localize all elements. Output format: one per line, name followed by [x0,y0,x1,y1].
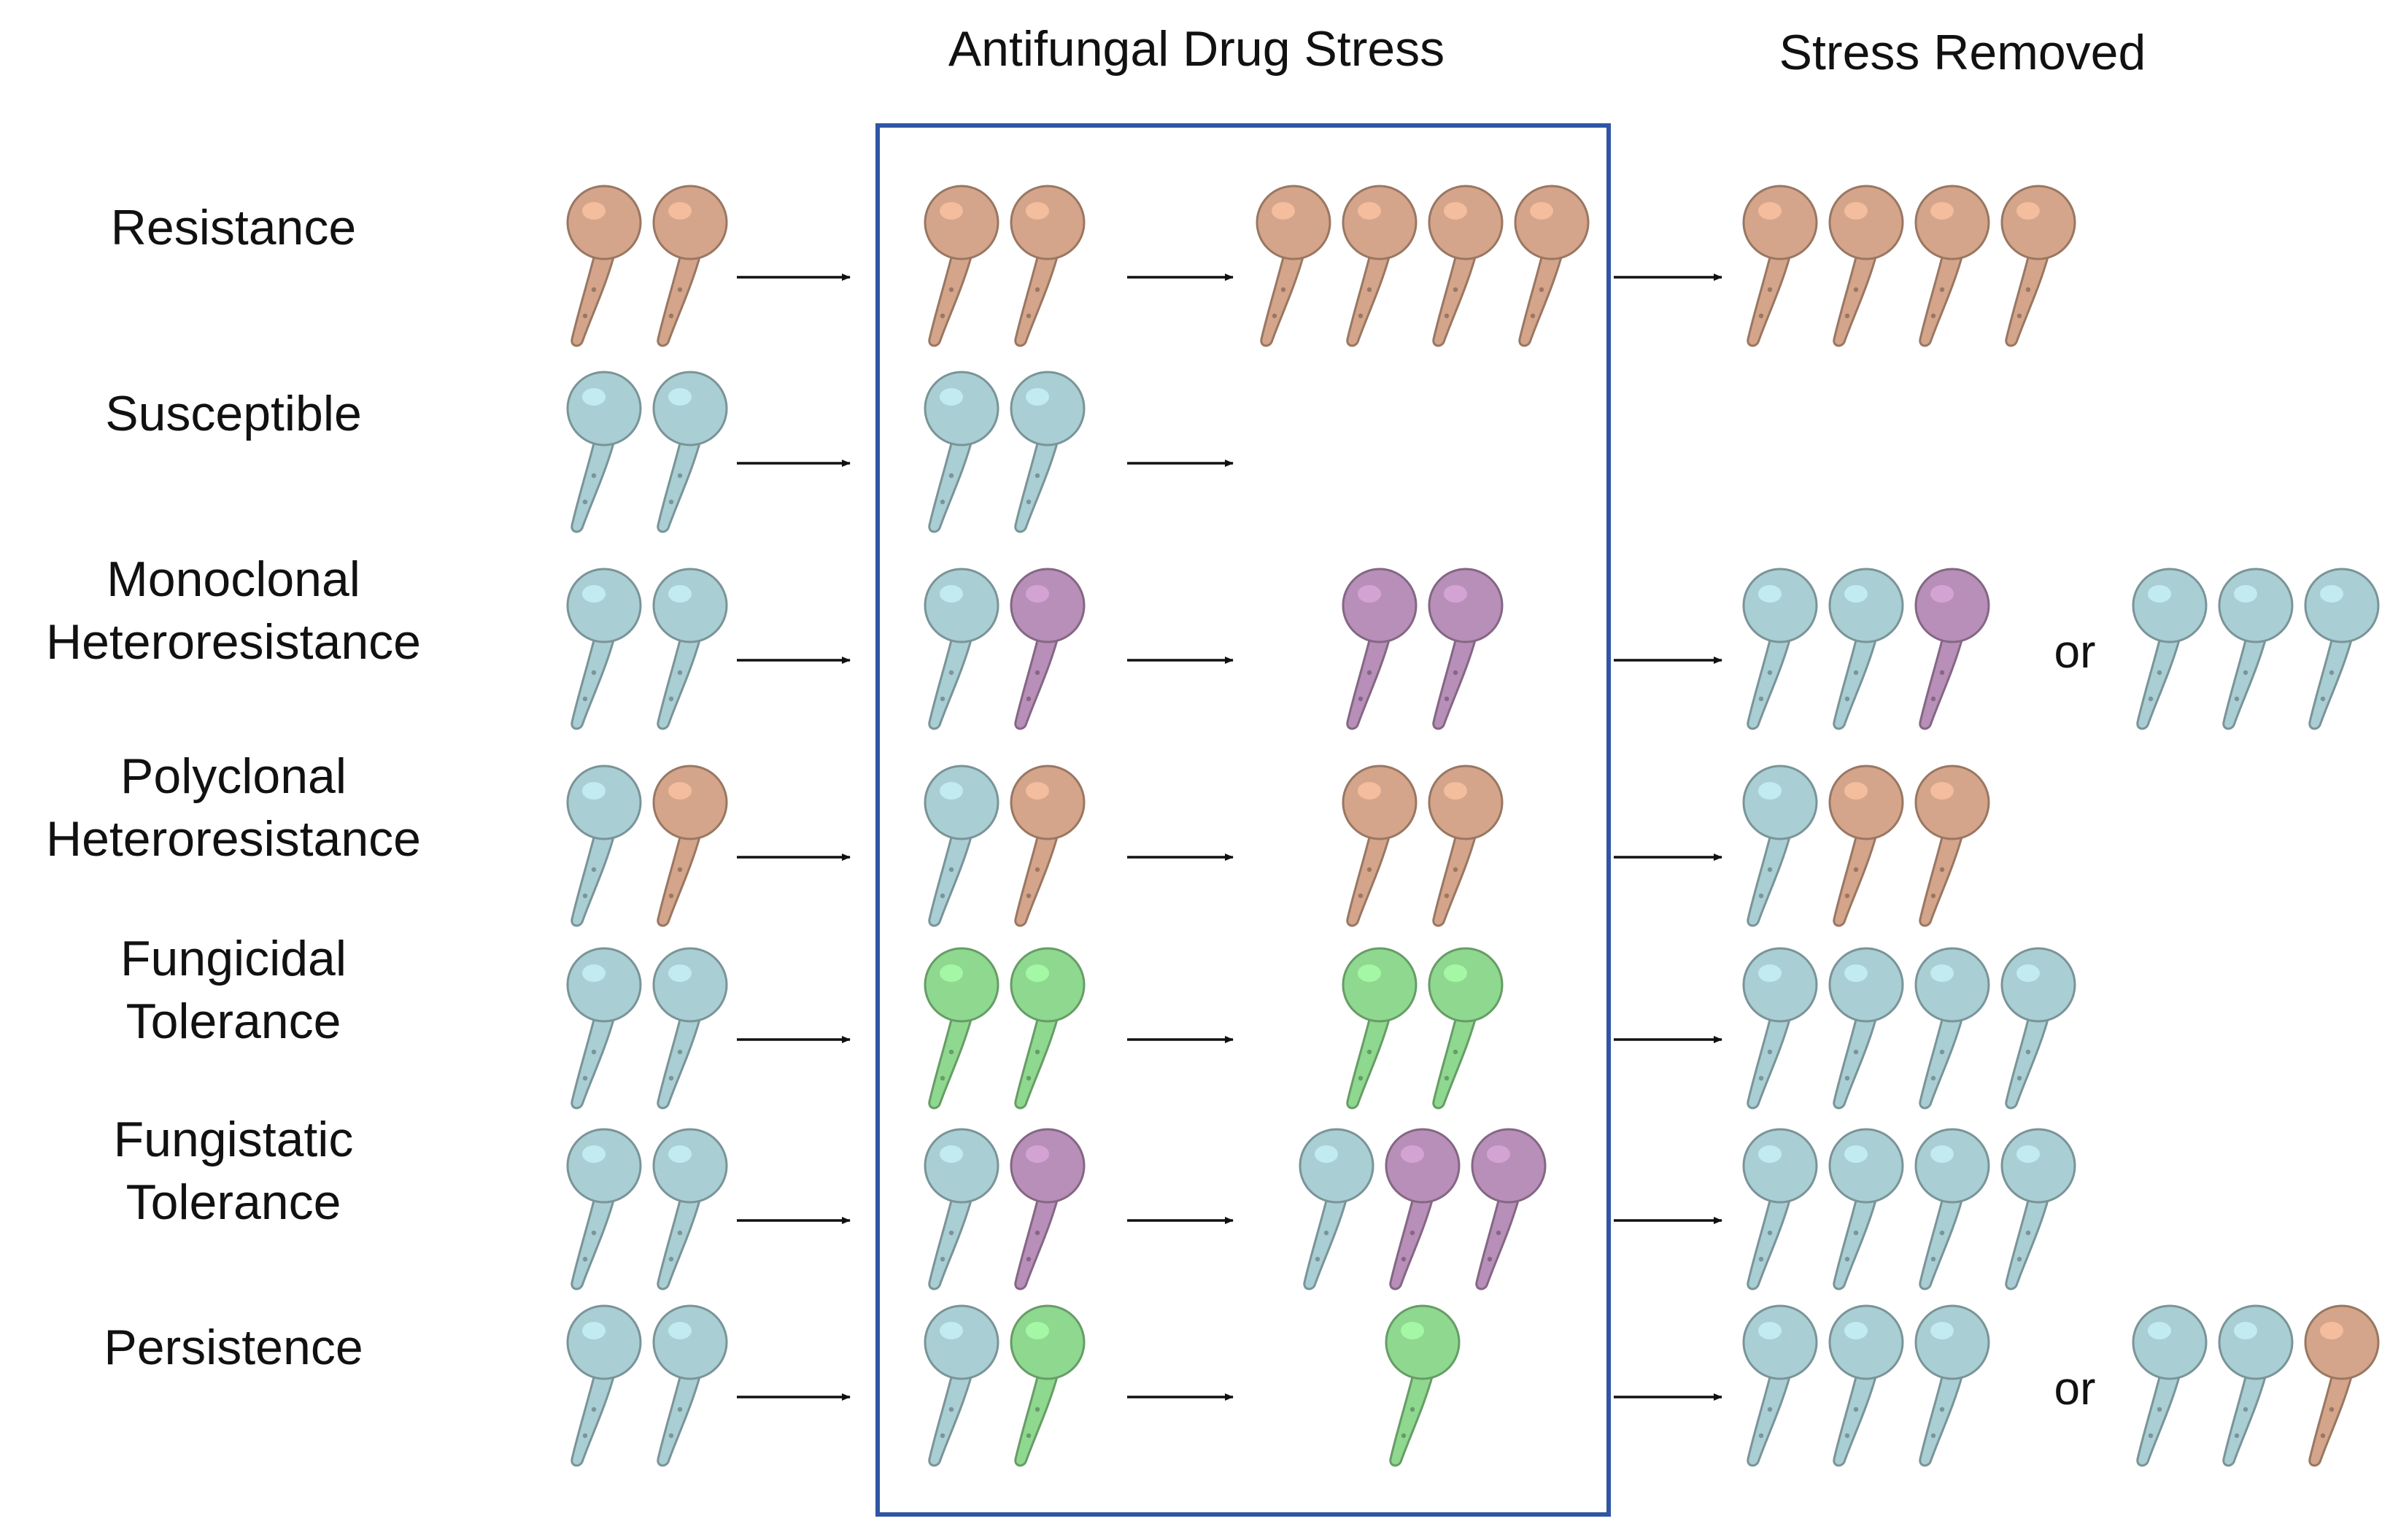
row-label: Fungicidal [120,931,347,986]
cell-icon-susceptible [652,1128,728,1291]
cell-icon-resistant [1428,765,1504,927]
cell-icon-heteroresistant [1471,1128,1547,1291]
cell-icon-resistant [1514,185,1590,347]
header-drug-stress: Antifungal Drug Stress [948,21,1445,77]
cell-icon-susceptible [566,568,642,730]
row-label: Monoclonal [107,552,360,607]
row: Resistance [111,185,2076,347]
cell-icon-tolerant [1010,947,1086,1110]
cell-icon-resistant [1010,765,1086,927]
row-label: Tolerance [126,994,341,1049]
cell-icon-susceptible [566,1304,642,1467]
cell-icon-susceptible [2000,947,2076,1110]
cell-icon-resistant [1428,185,1504,347]
cell-icon-susceptible [1299,1128,1374,1291]
cell-icon-susceptible [2132,568,2208,730]
cell-icon-heteroresistant [1385,1128,1461,1291]
cell-icon-susceptible [924,371,999,533]
cell-icon-susceptible [2132,1304,2208,1467]
cell-icon-resistant [924,185,999,347]
cell-icon-susceptible [652,568,728,730]
row-label: Heteroresistance [46,811,421,867]
row-label: Tolerance [126,1175,341,1230]
cell-icon-susceptible [1742,947,1818,1110]
row-label: Fungistatic [114,1112,354,1167]
cell-icon-resistant [1342,765,1418,927]
cell-icon-tolerant [1342,947,1418,1110]
or-label: or [2054,625,2096,678]
cell-icon-resistant [2304,1304,2380,1467]
cell-icon-susceptible [566,1128,642,1291]
cell-icon-susceptible [1742,765,1818,927]
row-label: Polyclonal [120,748,347,804]
cell-icon-susceptible [1828,947,1904,1110]
cell-icon-susceptible [1742,1128,1818,1291]
cell-icon-susceptible [566,765,642,927]
cell-icon-susceptible [652,371,728,533]
cell-icon-susceptible [652,947,728,1110]
cell-icon-resistant [2000,185,2076,347]
cell-icon-susceptible [1914,1304,1990,1467]
or-label: or [2054,1362,2096,1415]
cell-icon-heteroresistant [1428,568,1504,730]
cell-icon-heteroresistant [1010,1128,1086,1291]
row-label: Resistance [111,200,356,255]
cell-icon-resistant [1742,185,1818,347]
cell-icon-resistant [1828,185,1904,347]
cell-icon-resistant [1256,185,1331,347]
cell-icon-susceptible [1742,1304,1818,1467]
cell-icon-tolerant [1428,947,1504,1110]
cell-icon-susceptible [2218,1304,2294,1467]
cell-icon-susceptible [924,1304,999,1467]
cell-icon-resistant [1010,185,1086,347]
cell-icon-tolerant [924,947,999,1110]
cell-icon-susceptible [1742,568,1818,730]
header-stress-removed: Stress Removed [1779,25,2146,80]
row-label: Susceptible [105,386,362,441]
row: Persistence or [104,1304,2380,1467]
cell-icon-resistant [652,765,728,927]
cell-icon-resistant [1828,765,1904,927]
cell-icon-resistant [1914,185,1990,347]
cell-icon-tolerant [1385,1304,1461,1467]
cell-icon-susceptible [924,568,999,730]
cell-icon-susceptible [924,765,999,927]
row-label: Heteroresistance [46,614,421,670]
cell-icon-susceptible [1914,947,1990,1110]
row: Susceptible [105,371,1086,533]
cell-icon-susceptible [1914,1128,1990,1291]
cell-icon-heteroresistant [1342,568,1418,730]
cell-icon-heteroresistant [1010,568,1086,730]
cell-icon-susceptible [1828,568,1904,730]
cell-icon-susceptible [2000,1128,2076,1291]
cell-icon-tolerant [1010,1304,1086,1467]
cell-icon-susceptible [924,1128,999,1291]
row-label: Persistence [104,1320,363,1375]
cell-icon-susceptible [566,371,642,533]
cell-icon-susceptible [1828,1304,1904,1467]
rows-layer: ResistanceSusceptibleMonoclonalHeterores… [46,185,2380,1467]
cell-icon-susceptible [2304,568,2380,730]
cell-icon-susceptible [566,947,642,1110]
drug-stress-frame [875,123,1611,1517]
cell-icon-susceptible [1828,1128,1904,1291]
cell-icon-susceptible [2218,568,2294,730]
cell-icon-resistant [652,185,728,347]
cell-icon-resistant [566,185,642,347]
cell-icon-susceptible [652,1304,728,1467]
cell-icon-resistant [1342,185,1418,347]
cell-icon-susceptible [1010,371,1086,533]
cell-icon-resistant [1914,765,1990,927]
cell-icon-heteroresistant [1914,568,1990,730]
